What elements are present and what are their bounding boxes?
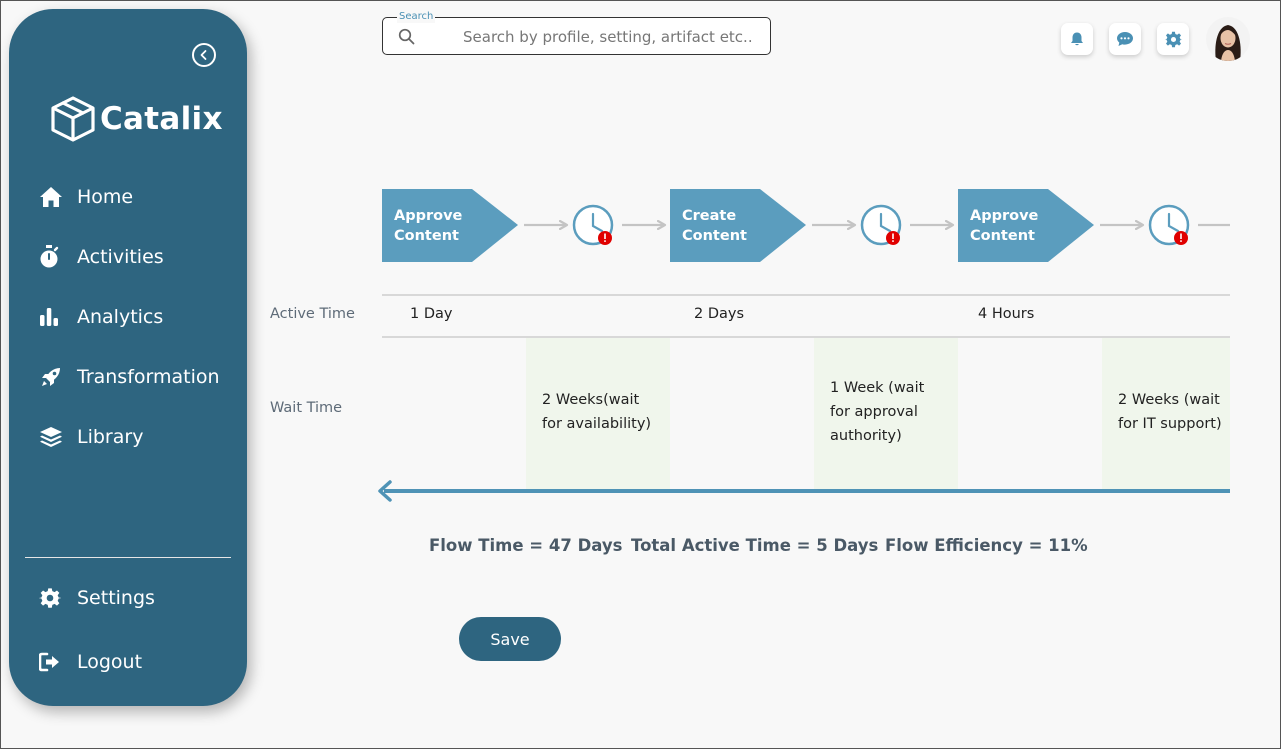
settings-button[interactable] xyxy=(1157,23,1189,55)
stopwatch-icon xyxy=(39,245,65,269)
flow-time-metric: Flow Time = 47 Days xyxy=(429,536,623,555)
sidebar-item-transformation[interactable]: Transformation xyxy=(39,365,220,389)
save-button[interactable]: Save xyxy=(459,617,561,661)
layers-icon xyxy=(39,425,65,449)
notifications-button[interactable] xyxy=(1061,23,1093,55)
wait-clock-icon[interactable] xyxy=(1148,204,1190,246)
wait-time-cell xyxy=(526,338,670,489)
sidebar-item-settings[interactable]: Settings xyxy=(39,586,155,610)
sidebar-item-activities[interactable]: Activities xyxy=(39,245,164,269)
active-time-value: 1 Day xyxy=(410,306,453,322)
active-time-label: Active Time xyxy=(270,306,355,322)
user-avatar-image xyxy=(1206,17,1250,61)
sidebar-divider xyxy=(25,557,231,558)
sidebar-item-library[interactable]: Library xyxy=(39,425,143,449)
search-icon xyxy=(398,28,415,45)
user-avatar[interactable] xyxy=(1206,17,1250,61)
wait-time-cell xyxy=(814,338,958,489)
timeline-arrowhead xyxy=(378,480,392,502)
brand-name: Catalix xyxy=(100,101,223,137)
rocket-icon xyxy=(39,365,65,389)
search-input[interactable] xyxy=(461,24,765,50)
gear-icon xyxy=(1164,31,1182,47)
brand-logo: Catalix xyxy=(49,95,223,143)
collapse-sidebar-button[interactable] xyxy=(192,43,216,67)
sidebar-item-label: Analytics xyxy=(77,306,164,328)
process-step-shape[interactable] xyxy=(958,189,1094,262)
flow-efficiency-metric: Flow Efficiency = 11% xyxy=(885,536,1088,555)
sidebar-item-label: Logout xyxy=(77,651,143,673)
box-logo-icon xyxy=(51,96,95,142)
sidebar-item-logout[interactable]: Logout xyxy=(39,650,142,674)
sidebar-item-home[interactable]: Home xyxy=(39,185,133,209)
gear-icon xyxy=(39,586,65,610)
active-time-value: 4 Hours xyxy=(978,306,1035,322)
wait-clock-icon[interactable] xyxy=(860,204,902,246)
sidebar-item-label: Transformation xyxy=(77,366,220,388)
search-legend: Search xyxy=(397,11,436,23)
messages-button[interactable] xyxy=(1109,23,1141,55)
sidebar-item-label: Home xyxy=(77,186,134,208)
chevron-left-icon xyxy=(200,50,207,60)
sidebar-item-analytics[interactable]: Analytics xyxy=(39,305,163,329)
sidebar: Catalix Home Activities Analytics xyxy=(9,9,247,706)
bell-icon xyxy=(1071,32,1083,46)
logout-icon xyxy=(39,650,65,674)
sidebar-item-label: Activities xyxy=(77,246,164,268)
sidebar-item-label: Library xyxy=(77,426,144,448)
table-divider xyxy=(382,336,1230,338)
process-step-shape[interactable] xyxy=(382,189,518,262)
search-box[interactable]: Search xyxy=(382,11,771,55)
total-active-time-metric: Total Active Time = 5 Days xyxy=(631,536,879,555)
bar-chart-icon xyxy=(39,305,65,329)
chat-bubble-icon xyxy=(1117,32,1133,46)
table-divider xyxy=(382,294,1230,296)
active-time-value: 2 Days xyxy=(694,306,745,322)
wait-time-cell xyxy=(1102,338,1230,489)
wait-clock-icon[interactable] xyxy=(572,204,614,246)
wait-time-label: Wait Time xyxy=(270,400,343,416)
process-step-shape[interactable] xyxy=(670,189,806,262)
sidebar-item-label: Settings xyxy=(77,587,155,609)
home-icon xyxy=(39,185,65,209)
